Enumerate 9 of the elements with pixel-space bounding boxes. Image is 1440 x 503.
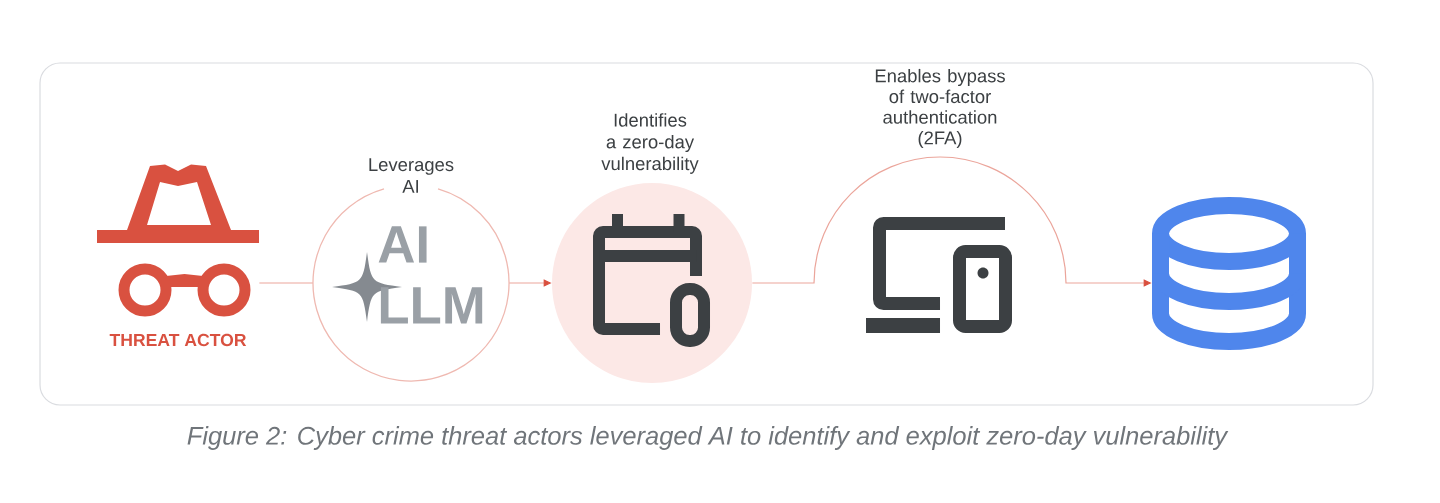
step-label: Identifies a zero-day vulnerability — [601, 113, 699, 174]
devices-icon — [866, 217, 1012, 333]
figure-caption: Figure 2: Cyber crime threat actors leveraged AI to identify and exploit zero-day vulnerability — [187, 426, 1229, 450]
actor-label: THREAT ACTOR — [109, 333, 247, 347]
step-label: Leverages AI — [369, 158, 454, 193]
edge-label: Enables bypass of two-factor authentication (2FA) — [875, 68, 1005, 149]
database-icon — [1152, 197, 1306, 350]
large-text: AI LLM — [378, 226, 483, 324]
connector-line — [258, 282, 314, 284]
